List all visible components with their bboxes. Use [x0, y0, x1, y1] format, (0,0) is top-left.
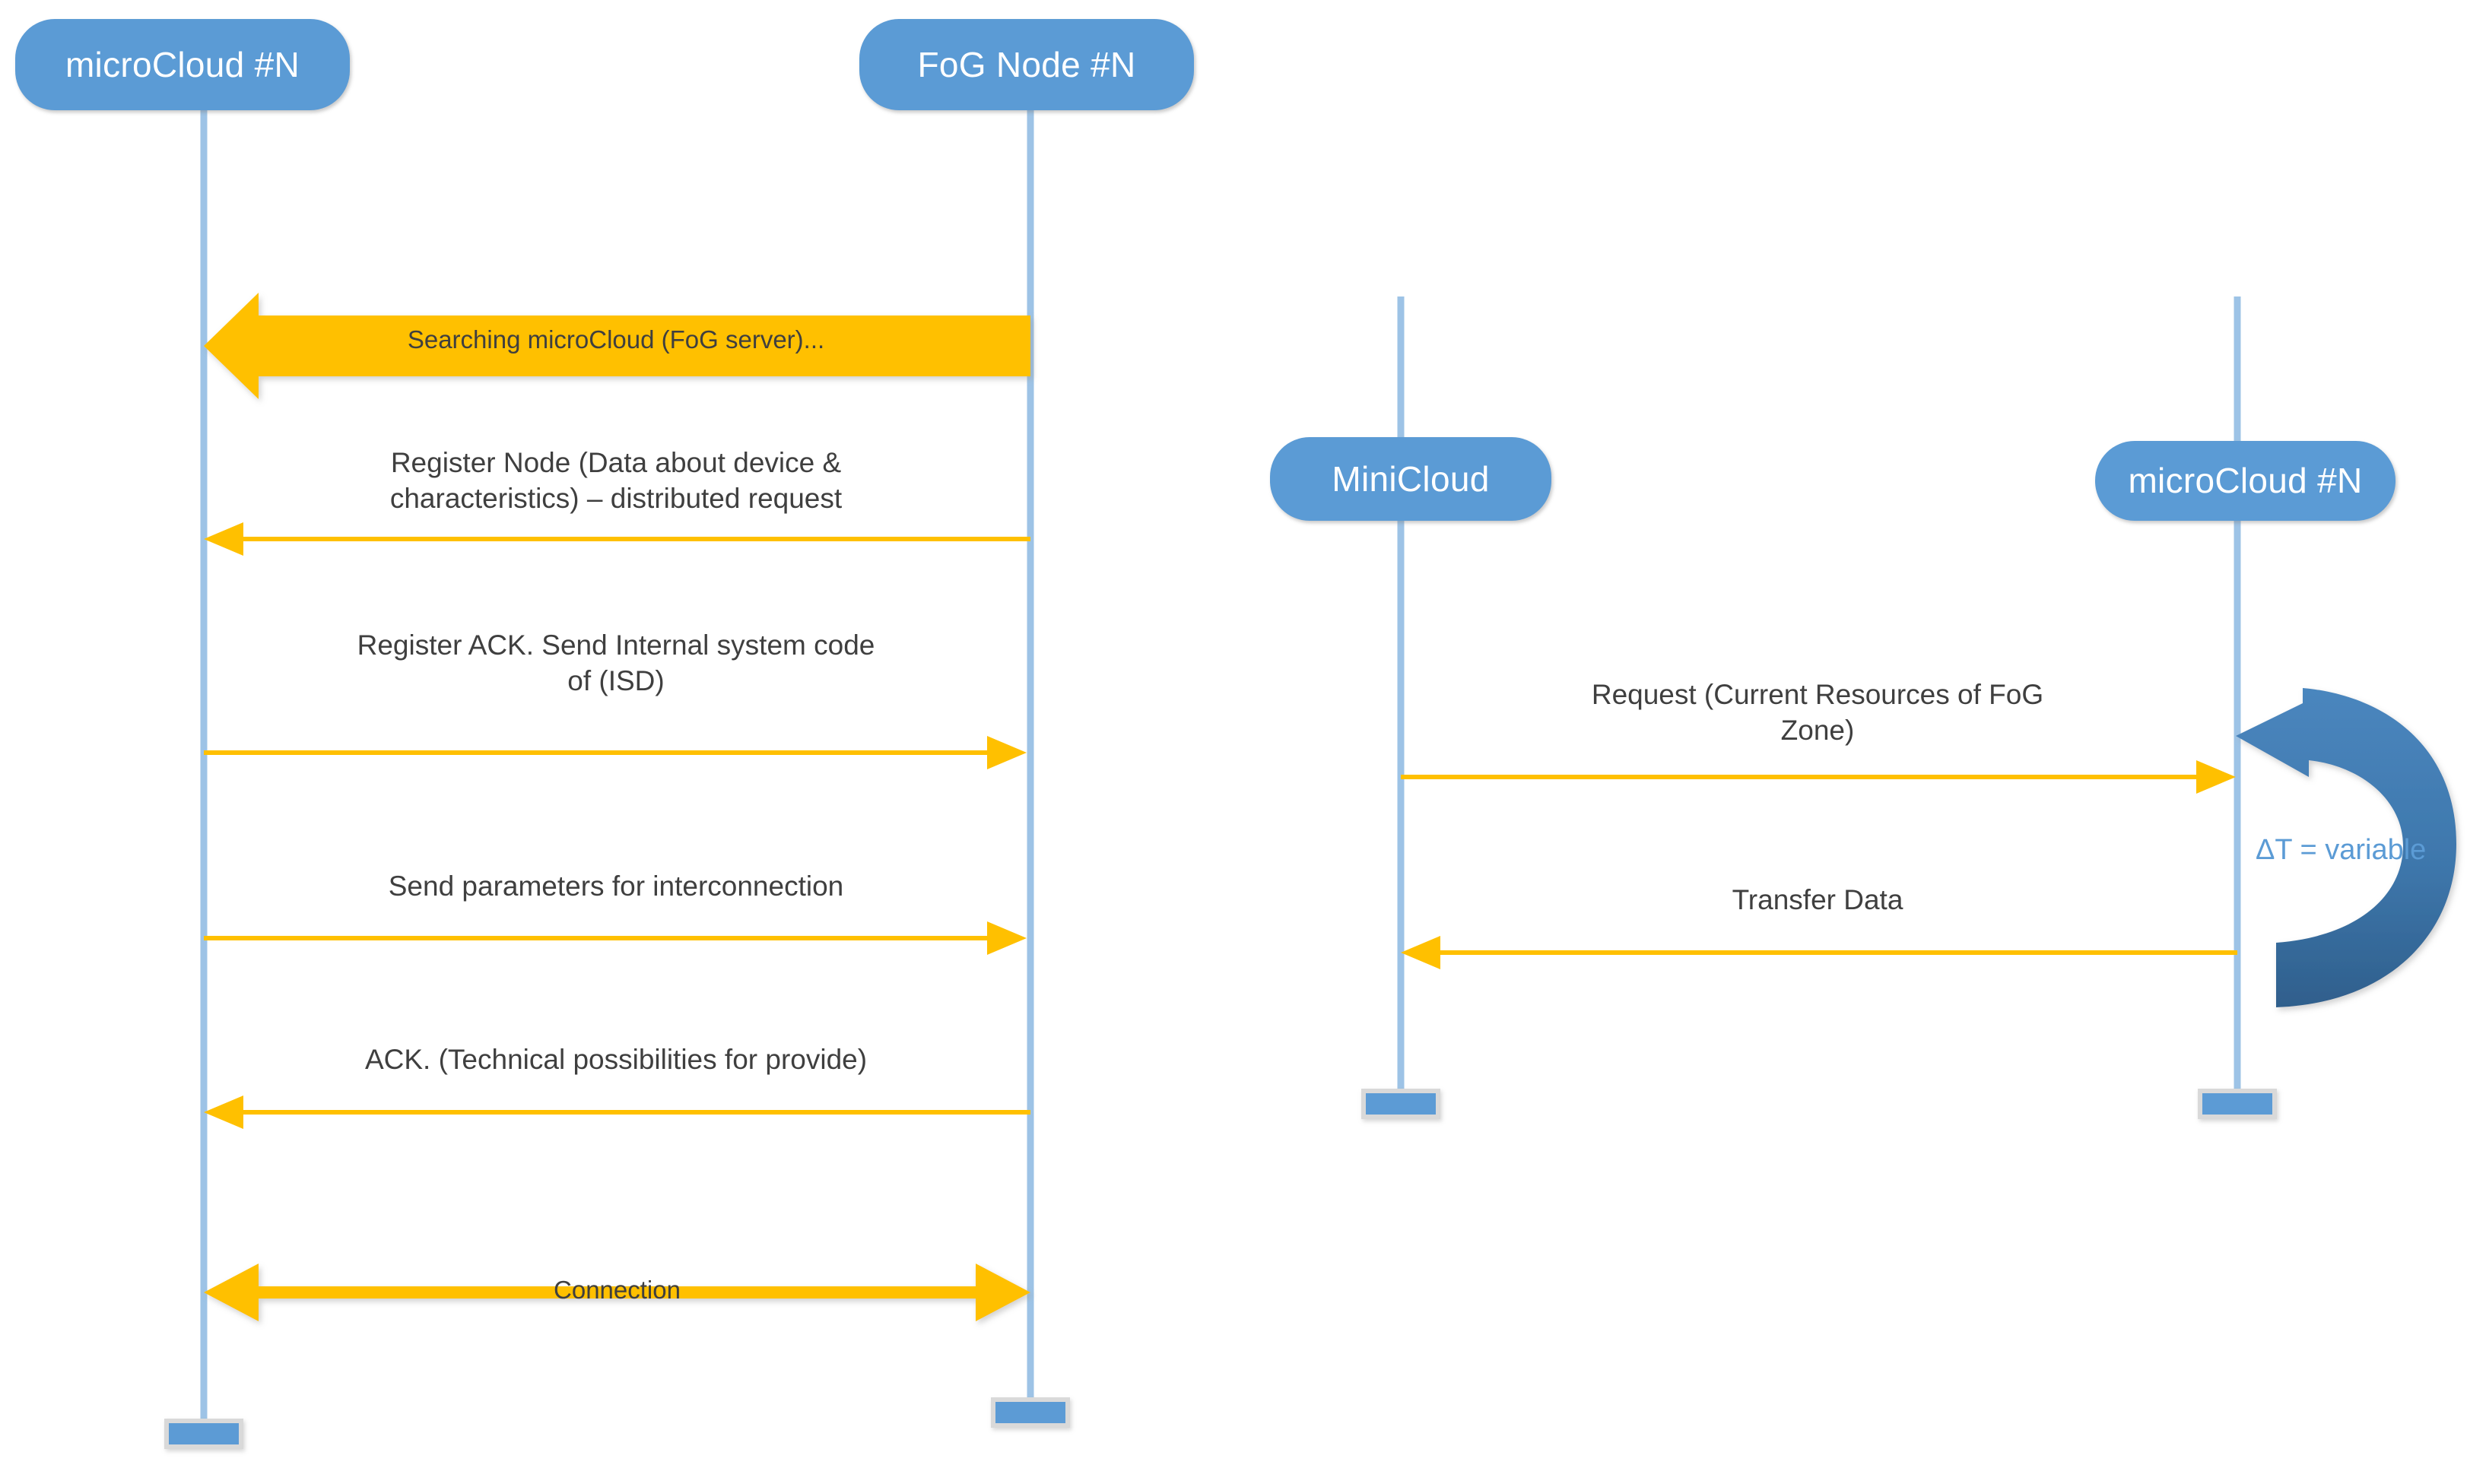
- participant-label: microCloud #N: [2128, 461, 2363, 501]
- message-arrow-register-ack[interactable]: [204, 736, 1027, 769]
- terminator-fognode: [991, 1397, 1070, 1428]
- participant-label: FoG Node #N: [917, 44, 1136, 84]
- message-label-send-parameters: Send parameters for interconnection: [388, 870, 844, 902]
- message-arrow-send-parameters[interactable]: [204, 921, 1027, 955]
- participant-microcloud-right[interactable]: microCloud #N: [2095, 441, 2396, 521]
- terminator-minicloud: [1361, 1089, 1440, 1119]
- message-label-searching-microcloud: Searching microCloud (FoG server)...: [407, 325, 825, 354]
- message-label-register-node: Register Node (Data about device & chara…: [389, 447, 843, 515]
- message-arrow-ack-technical[interactable]: [204, 1096, 1030, 1129]
- message-arrow-transfer-data[interactable]: [1401, 936, 2237, 969]
- participant-label: microCloud #N: [65, 44, 300, 84]
- message-arrow-register-node[interactable]: [204, 522, 1030, 556]
- terminator-microcloud-left: [164, 1419, 243, 1449]
- message-label-transfer-data: Transfer Data: [1732, 884, 1903, 915]
- self-loop-delta-t[interactable]: [2236, 688, 2456, 1007]
- message-arrow-request-resources[interactable]: [1401, 760, 2236, 794]
- participant-minicloud[interactable]: MiniCloud: [1270, 437, 1551, 521]
- participant-label: MiniCloud: [1332, 458, 1490, 499]
- message-label-request-resources: Request (Current Resources of FoG Zone): [1591, 679, 2044, 747]
- terminator-microcloud-right: [2198, 1089, 2277, 1119]
- self-loop-label-delta-t: ΔT = variable: [2256, 834, 2427, 866]
- message-arrow-searching-microcloud[interactable]: [204, 293, 1030, 399]
- participant-fognode[interactable]: FoG Node #N: [859, 19, 1194, 110]
- message-label-ack-technical: ACK. (Technical possibilities for provid…: [364, 1044, 868, 1075]
- message-label-connection: Connection: [554, 1276, 681, 1304]
- message-arrow-connection[interactable]: [204, 1264, 1030, 1321]
- message-label-register-ack: Register ACK. Send Internal system code …: [357, 629, 875, 697]
- participant-microcloud-left[interactable]: microCloud #N: [15, 19, 350, 110]
